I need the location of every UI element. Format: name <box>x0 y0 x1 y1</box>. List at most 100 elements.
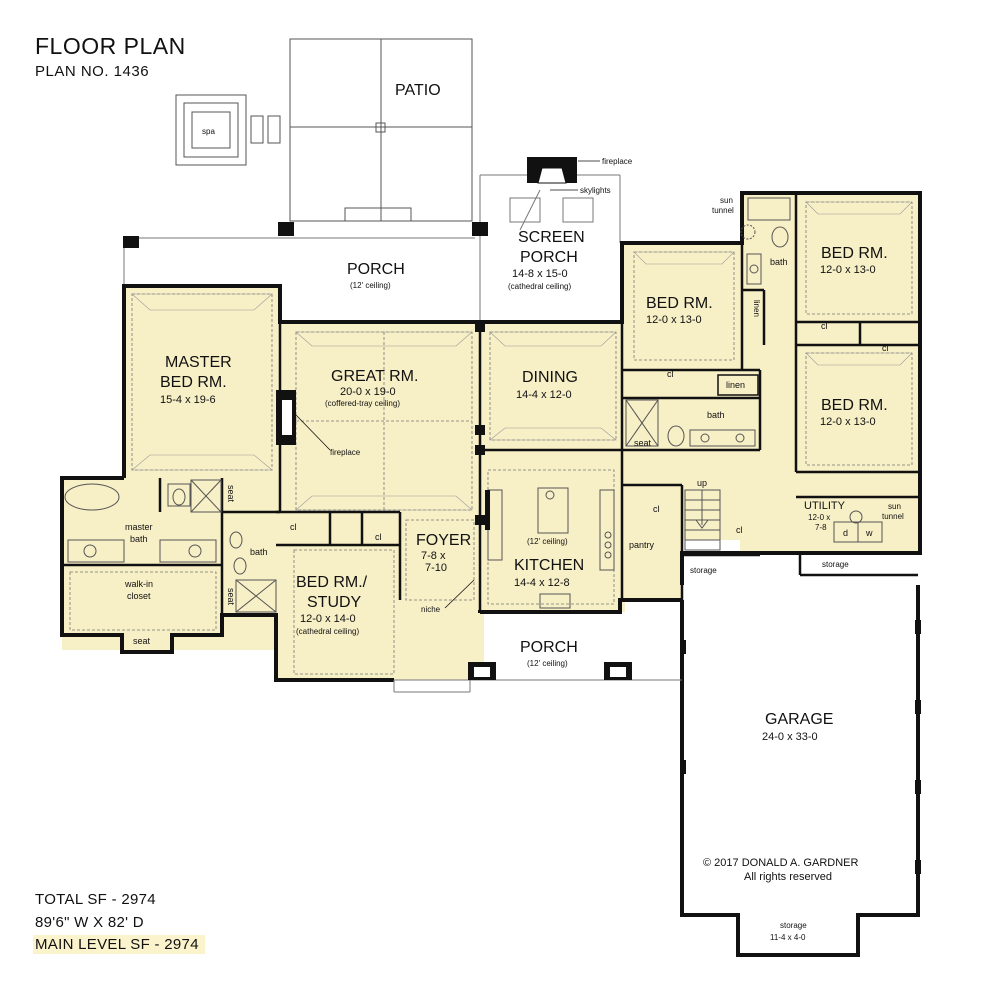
pantry-label: pantry <box>629 540 655 550</box>
linen-vertical-label: linen <box>752 300 761 317</box>
master-bath-label-1: master <box>125 522 153 532</box>
storage-right-label: storage <box>822 560 849 569</box>
niche-label: niche <box>421 605 441 614</box>
utility-label: UTILITY <box>804 500 846 512</box>
sun-tunnel-top-label-1: sun <box>720 196 733 205</box>
structural-posts <box>475 322 490 530</box>
cl-study-right-label: cl <box>375 532 382 542</box>
cl-bed3-label: cl <box>821 321 828 331</box>
sun-tunnel-util-label-1: sun <box>888 502 901 511</box>
study-label-2: STUDY <box>307 594 362 611</box>
master-bath-label-2: bath <box>130 534 148 544</box>
seat-bath-label: seat <box>634 438 652 448</box>
niche-leader <box>444 579 475 609</box>
exterior-walls <box>60 191 922 957</box>
kitchen-fixtures <box>487 487 615 609</box>
kitchen-dim: 14-4 x 12-8 <box>514 577 570 589</box>
front-porch <box>393 679 682 693</box>
patio-area <box>175 38 473 222</box>
main-level-sf-text: MAIN LEVEL SF - 2974 <box>33 935 205 954</box>
fireplace-great-label: fireplace <box>330 448 361 457</box>
garage-label: GARAGE <box>765 711 833 728</box>
screen-porch-dim: 14-8 x 15-0 <box>512 268 568 280</box>
washer-label: w <box>865 528 873 538</box>
dryer-label: d <box>843 528 848 538</box>
seat-closet-label: seat <box>133 636 151 646</box>
cl-bed4-label: cl <box>882 343 889 353</box>
sun-tunnel-top-icon <box>740 224 756 240</box>
storage-left-label: storage <box>690 566 717 575</box>
bath-study-label: bath <box>250 547 268 557</box>
front-porch-columns <box>468 662 632 680</box>
porch-rear-ceiling: (12' ceiling) <box>350 281 391 290</box>
sun-tunnel-util-label-2: tunnel <box>882 512 904 521</box>
cl-study-left-label: cl <box>290 522 297 532</box>
garage-dim: 24-0 x 33-0 <box>762 731 818 743</box>
foyer-label: FOYER <box>416 532 471 549</box>
stairs-up-label: up <box>697 478 707 488</box>
stairs <box>684 489 721 551</box>
bed3-dim: 12-0 x 13-0 <box>820 264 876 276</box>
cl-bed2-label: cl <box>667 369 674 379</box>
bed2-label: BED RM. <box>646 295 713 312</box>
porch-rear-label: PORCH <box>347 261 405 278</box>
great-room-ceiling: (coffered-tray ceiling) <box>325 399 400 408</box>
screen-porch-label-1: SCREEN <box>518 229 585 246</box>
fireplace-top-label: fireplace <box>602 157 633 166</box>
copyright-line-2: All rights reserved <box>744 871 832 883</box>
foyer-dim-2: 7-10 <box>425 562 447 574</box>
fireplace-great-room <box>276 390 331 451</box>
linen-closet-box <box>717 374 759 396</box>
total-sf: TOTAL SF - 2974 <box>35 891 156 908</box>
master-label-1: MASTER <box>165 354 232 371</box>
screen-porch-label-2: PORCH <box>520 249 578 266</box>
seat-side-label: seat <box>226 588 236 606</box>
walk-in-label-2: closet <box>127 591 151 601</box>
fireplace-screen-porch <box>527 157 600 191</box>
bath-fixtures <box>64 197 883 613</box>
spa-label: spa <box>202 127 215 136</box>
bath-hall-label: bath <box>770 257 788 267</box>
plan-title: FLOOR PLAN <box>35 33 186 59</box>
study-label-1: BED RM./ <box>296 574 368 591</box>
bed4-dim: 12-0 x 13-0 <box>820 416 876 428</box>
bed4-label: BED RM. <box>821 397 888 414</box>
seat-shower-label: seat <box>226 485 236 503</box>
cl-hall-label: cl <box>736 525 743 535</box>
storage-garage-label: storage <box>780 921 807 930</box>
master-dim: 15-4 x 19-6 <box>160 394 216 406</box>
study-dim: 12-0 x 14-0 <box>300 613 356 625</box>
kitchen-ceiling: (12' ceiling) <box>527 537 568 546</box>
copyright-line-1: © 2017 DONALD A. GARDNER <box>703 857 858 869</box>
patio-label: PATIO <box>395 82 441 99</box>
plan-number: PLAN NO. 1436 <box>35 63 150 80</box>
bath-right-label: bath <box>707 410 725 420</box>
foyer-dim-1: 7-8 x <box>421 550 446 562</box>
utility-dim-2: 7-8 <box>815 523 827 532</box>
porch-front-label: PORCH <box>520 639 578 656</box>
linen-hall-label: linen <box>726 380 745 390</box>
porch-front-ceiling: (12' ceiling) <box>527 659 568 668</box>
dining-dim: 14-4 x 12-0 <box>516 389 572 401</box>
overall-dimensions: 89'6" W X 82' D <box>35 914 144 931</box>
master-label-2: BED RM. <box>160 374 227 391</box>
sun-tunnel-top-label-2: tunnel <box>712 206 734 215</box>
study-ceiling: (cathedral ceiling) <box>296 627 359 636</box>
walk-in-label-1: walk-in <box>124 579 153 589</box>
bed3-label: BED RM. <box>821 245 888 262</box>
garage-window-marks <box>680 620 921 874</box>
screen-porch-ceiling: (cathedral ceiling) <box>508 282 571 291</box>
porch-columns <box>123 222 488 248</box>
great-room-dim: 20-0 x 19-0 <box>340 386 396 398</box>
great-room-label: GREAT RM. <box>331 368 418 385</box>
ceiling-trays <box>131 201 913 511</box>
utility-dim-1: 12-0 x <box>808 513 830 522</box>
skylights-label: skylights <box>580 186 611 195</box>
cl-stair-label: cl <box>653 504 660 514</box>
storage-garage-dim: 11-4 x 4-0 <box>770 933 806 942</box>
main-level-sf: MAIN LEVEL SF - 2974 <box>33 935 205 954</box>
kitchen-label: KITCHEN <box>514 557 584 574</box>
dining-label: DINING <box>522 369 578 386</box>
floor-fill <box>62 193 920 680</box>
